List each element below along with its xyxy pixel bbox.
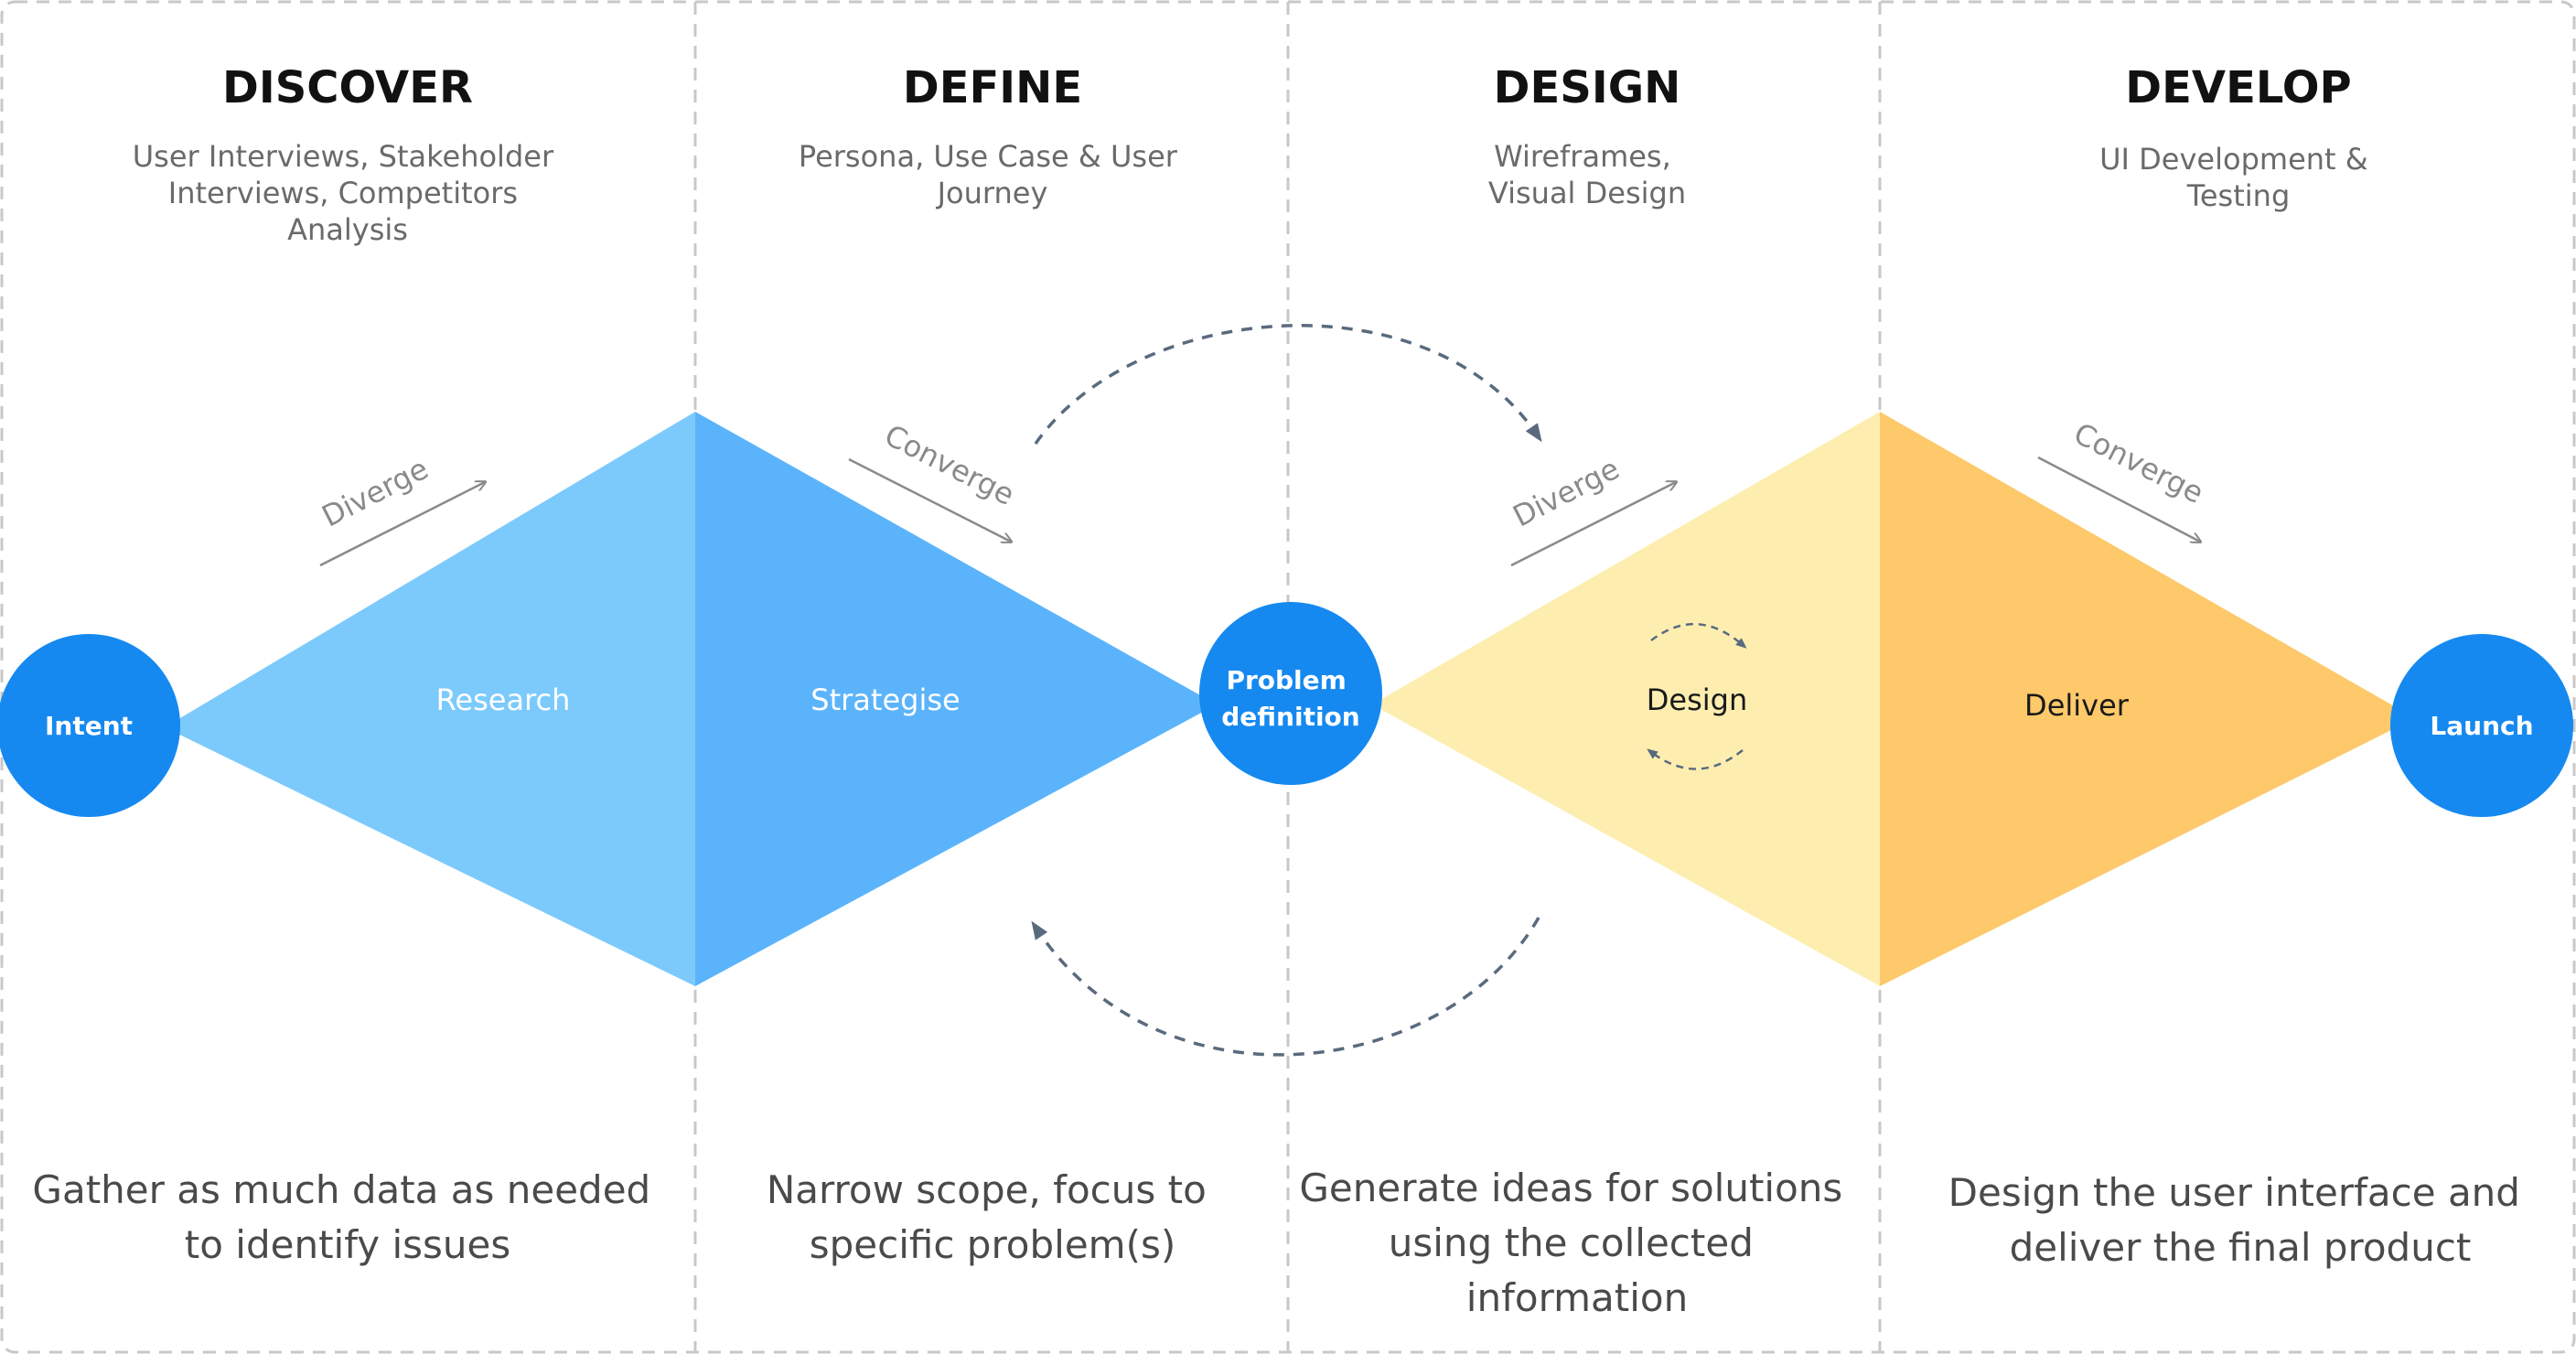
- research-triangle: [165, 412, 695, 986]
- converge-label-1: Converge: [879, 417, 1020, 512]
- phase-title-discover: DISCOVER: [222, 62, 473, 113]
- deliver-triangle: [1880, 412, 2415, 986]
- phase-title-define: DEFINE: [903, 62, 1082, 113]
- phase-subtitle-define: Persona, Use Case & User Journey: [799, 139, 1186, 210]
- phase-description-develop: Design the user interface and deliver th…: [1948, 1170, 2533, 1270]
- diverge-arrow-2: [1510, 482, 1676, 567]
- design-triangle: [1372, 412, 1880, 986]
- iteration-arrow-bottom: [1031, 917, 1540, 1057]
- stage-label-research: Research: [436, 682, 571, 717]
- iteration-arrow-top: [1034, 324, 1542, 446]
- phase-title-design: DESIGN: [1494, 62, 1681, 113]
- phase-description-define: Narrow scope, focus to specific problem(…: [767, 1167, 1218, 1267]
- stage-label-deliver: Deliver: [2024, 688, 2130, 723]
- launch-label: Launch: [2430, 711, 2533, 741]
- diverge-arrow-1: [319, 482, 485, 567]
- problem-definition-label: Problem definition: [1221, 665, 1359, 732]
- stage-label-strategise: Strategise: [810, 682, 960, 717]
- strategise-triangle: [695, 412, 1217, 986]
- phase-subtitle-design: Wireframes, Visual Design: [1488, 139, 1686, 210]
- intent-node: [0, 634, 180, 817]
- problem-definition-node: [1199, 602, 1382, 785]
- stage-label-design: Design: [1647, 682, 1747, 717]
- phase-description-discover: Gather as much data as needed to identif…: [32, 1167, 662, 1267]
- diverge-label-1: Diverge: [317, 451, 434, 533]
- converge-label-2: Converge: [2068, 415, 2209, 510]
- phase-subtitle-develop: UI Development & Testing: [2099, 142, 2377, 213]
- diverge-label-2: Diverge: [1508, 451, 1625, 533]
- converge-arrow-1: [848, 457, 1011, 542]
- phase-description-design: Generate ideas for solutions using the c…: [1299, 1166, 1854, 1320]
- launch-node: [2390, 634, 2573, 817]
- intent-label: Intent: [45, 711, 133, 741]
- converge-arrow-2: [2037, 456, 2200, 542]
- phase-subtitle-discover: User Interviews, Stakeholder Interviews,…: [133, 139, 564, 247]
- phase-title-develop: DEVELOP: [2125, 62, 2351, 113]
